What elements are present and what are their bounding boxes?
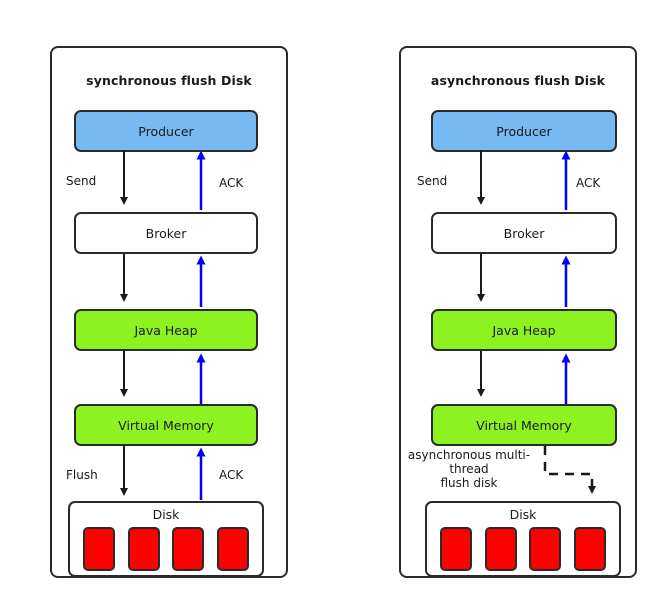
node-java-heap-async: Java Heap [431, 309, 617, 351]
edge-label-send-sync: Send [66, 174, 97, 188]
disk-cell [217, 527, 250, 571]
edge-label-send-async: Send [417, 174, 448, 188]
node-label: Java Heap [134, 322, 198, 338]
disk-cell [484, 527, 517, 571]
disk-cell [439, 527, 472, 571]
edge-label-ack-top-sync: ACK [219, 176, 244, 190]
node-label: Producer [138, 123, 194, 139]
edge-label-async-flush-text: asynchronous multi- thread flush disk [407, 448, 531, 490]
edge-label-ack-bottom-sync: ACK [219, 468, 244, 482]
disk-cell [127, 527, 160, 571]
node-label: Virtual Memory [476, 417, 572, 433]
node-label: Virtual Memory [118, 417, 214, 433]
edge-label-async-flush: asynchronous multi- thread flush disk [404, 448, 534, 490]
edge-label-flush-sync: Flush [66, 468, 98, 482]
disk-cells [70, 527, 262, 571]
edge-label-ack-top-async: ACK [576, 176, 601, 190]
panel-synchronous: synchronous flush Disk Producer Broker J… [50, 46, 288, 578]
node-producer-sync: Producer [74, 110, 258, 152]
disk-cells [427, 527, 619, 571]
node-virtual-memory-sync: Virtual Memory [74, 404, 258, 446]
node-broker-async: Broker [431, 212, 617, 254]
node-label: Broker [503, 225, 545, 241]
node-java-heap-sync: Java Heap [74, 309, 258, 351]
node-label: Broker [145, 225, 187, 241]
disk-label: Disk [152, 507, 180, 522]
panel-title-asynchronous: asynchronous flush Disk [430, 73, 606, 88]
node-broker-sync: Broker [74, 212, 258, 254]
node-label: Producer [496, 123, 552, 139]
disk-cell [574, 527, 607, 571]
node-virtual-memory-async: Virtual Memory [431, 404, 617, 446]
disk-group-async: Disk [425, 501, 621, 577]
panel-title-synchronous: synchronous flush Disk [86, 73, 252, 88]
disk-cell [529, 527, 562, 571]
disk-cell [82, 527, 115, 571]
node-producer-async: Producer [431, 110, 617, 152]
disk-group-sync: Disk [68, 501, 264, 577]
disk-cell [172, 527, 205, 571]
panel-asynchronous: asynchronous flush Disk Producer Broker … [399, 46, 637, 578]
node-label: Java Heap [492, 322, 556, 338]
disk-label: Disk [509, 507, 537, 522]
